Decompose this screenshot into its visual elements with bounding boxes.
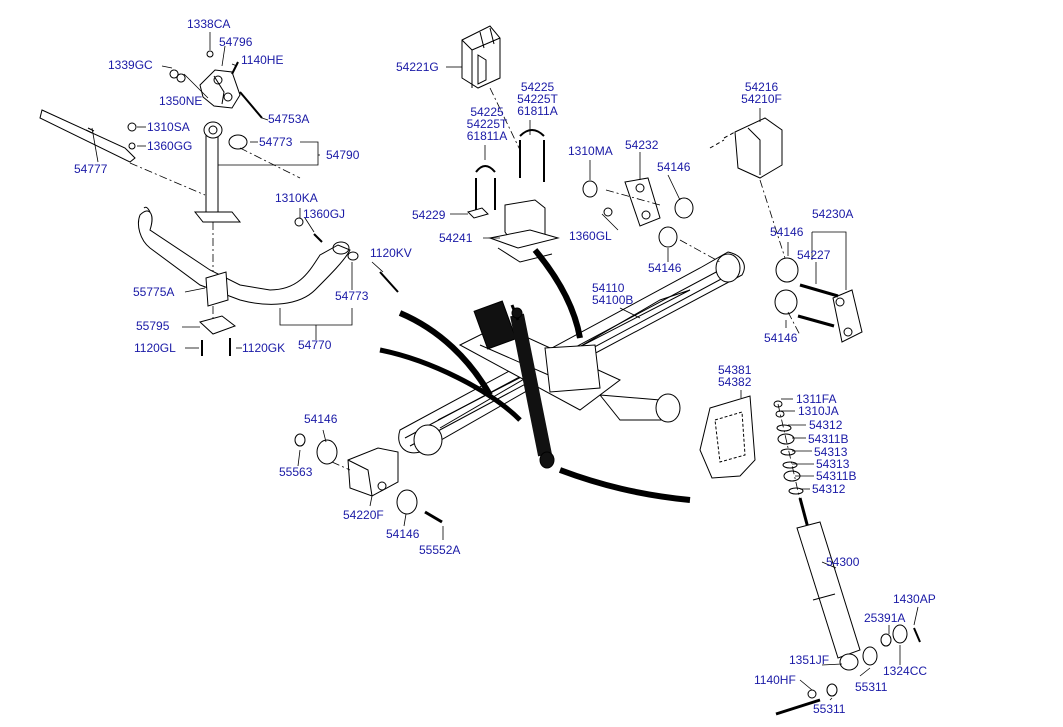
part-label-54146-a[interactable]: 54146 (657, 160, 691, 174)
part-label-55311-bottom[interactable]: 55311 (813, 702, 846, 716)
part-label-54313-upper[interactable]: 54313 (814, 445, 848, 459)
part-label-54146-e[interactable]: 54146 (304, 412, 338, 426)
part-label-1310SA[interactable]: 1310SA (147, 120, 190, 134)
part-label-1430AP[interactable]: 1430AP (893, 592, 936, 606)
part-label-1324CC[interactable]: 1324CC (883, 664, 928, 678)
washer-stack (773, 400, 804, 495)
shield-54381 (699, 395, 756, 479)
part-label-54382[interactable]: 54382 (718, 375, 752, 389)
part-label-54225T-right[interactable]: 54225T (517, 92, 558, 106)
part-label-1360GG[interactable]: 1360GG (147, 139, 193, 153)
part-label-1350NE[interactable]: 1350NE (159, 94, 203, 108)
part-label-55563[interactable]: 55563 (279, 465, 313, 479)
part-label-54773-lower[interactable]: 54773 (335, 289, 369, 303)
part-label-1311FA[interactable]: 1311FA (796, 392, 837, 406)
part-label-54796[interactable]: 54796 (219, 35, 253, 49)
part-label-54146-c[interactable]: 54146 (770, 225, 804, 239)
part-label-61811A-left[interactable]: 61811A (466, 129, 508, 143)
rear-bracket-assembly (169, 50, 263, 119)
part-label-1120KV[interactable]: 1120KV (370, 246, 412, 260)
part-label-25391A[interactable]: 25391A (864, 611, 906, 625)
part-label-54312-lower[interactable]: 54312 (812, 482, 846, 496)
frame-contour-arcs (379, 248, 691, 503)
part-label-1310KA[interactable]: 1310KA (275, 191, 318, 205)
part-label-54210F[interactable]: 54210F (741, 92, 782, 106)
part-label-54221G[interactable]: 54221G (396, 60, 439, 74)
part-label-54110[interactable]: 54110 (592, 281, 625, 295)
part-label-1120GL[interactable]: 1120GL (134, 341, 176, 355)
part-label-54300[interactable]: 54300 (826, 555, 860, 569)
shackle-54230A (774, 257, 863, 343)
part-label-55795[interactable]: 55795 (136, 319, 170, 333)
shock-absorber-black (473, 300, 555, 469)
part-label-54230A[interactable]: 54230A (812, 207, 854, 221)
part-label-54777[interactable]: 54777 (74, 162, 108, 176)
spacer-block-54241 (488, 199, 560, 263)
part-label-55552A[interactable]: 55552A (419, 543, 461, 557)
part-label-54146-f[interactable]: 54146 (386, 527, 420, 541)
part-label-1310MA[interactable]: 1310MA (568, 144, 613, 158)
part-label-1351JF[interactable]: 1351JF (789, 653, 830, 667)
u-bolts (467, 129, 545, 219)
part-label-1120GK[interactable]: 1120GK (242, 341, 286, 355)
part-label-54312-upper[interactable]: 54312 (809, 418, 843, 432)
leader-lines (91, 32, 919, 701)
part-label-54100B[interactable]: 54100B (592, 293, 634, 307)
part-label-54216[interactable]: 54216 (744, 80, 779, 94)
part-label-54225T-left[interactable]: 54225T (466, 117, 508, 131)
stabilizer-link-54777 (39, 109, 137, 163)
part-label-54232[interactable]: 54232 (625, 138, 659, 152)
part-label-54773-upper[interactable]: 54773 (259, 135, 293, 149)
bracket-54221G (461, 25, 501, 89)
part-label-61811A-right[interactable]: 61811A (517, 104, 558, 118)
part-label-54220F[interactable]: 54220F (343, 508, 384, 522)
part-label-55311-right[interactable]: 55311 (855, 680, 888, 694)
part-label-1140HF[interactable]: 1140HF (754, 673, 796, 687)
bolts-1310KA (294, 217, 399, 293)
part-label-54311B-lower[interactable]: 54311B (816, 469, 857, 483)
part-label-54227[interactable]: 54227 (797, 248, 831, 262)
bushing-55775A (198, 271, 237, 356)
stabilizer-post (193, 121, 248, 223)
part-label-54225-right[interactable]: 54225 (520, 80, 555, 94)
dash-dot-leaders (129, 87, 801, 501)
part-label-1339GC[interactable]: 1339GC (108, 58, 153, 72)
part-label-54146-d[interactable]: 54146 (764, 331, 798, 345)
part-label-54241[interactable]: 54241 (439, 231, 473, 245)
part-label-54229[interactable]: 54229 (412, 208, 446, 222)
part-label-54313-lower[interactable]: 54313 (816, 457, 850, 471)
part-label-54225-left[interactable]: 54225 (470, 105, 504, 119)
part-label-54146-b[interactable]: 54146 (648, 261, 682, 275)
part-label-54770[interactable]: 54770 (298, 338, 332, 352)
part-label-54381[interactable]: 54381 (718, 363, 752, 377)
part-label-1360GJ[interactable]: 1360GJ (303, 207, 346, 221)
shock-54300 (775, 497, 921, 716)
part-label-54311B-upper[interactable]: 54311B (808, 432, 849, 446)
part-label-1338CA[interactable]: 1338CA (187, 17, 231, 31)
part-label-54790[interactable]: 54790 (326, 148, 360, 162)
bracket-54210F (709, 117, 783, 179)
hanger-54220F (294, 433, 443, 524)
part-label-1310JA[interactable]: 1310JA (798, 404, 839, 418)
shackle-54232 (582, 177, 694, 248)
part-label-1140HE[interactable]: 1140HE (241, 53, 284, 67)
part-label-55775A[interactable]: 55775A (133, 285, 175, 299)
part-label-54753A[interactable]: 54753A (268, 112, 310, 126)
part-label-1360GL[interactable]: 1360GL (569, 229, 612, 243)
stabilizer-bar (137, 206, 351, 305)
